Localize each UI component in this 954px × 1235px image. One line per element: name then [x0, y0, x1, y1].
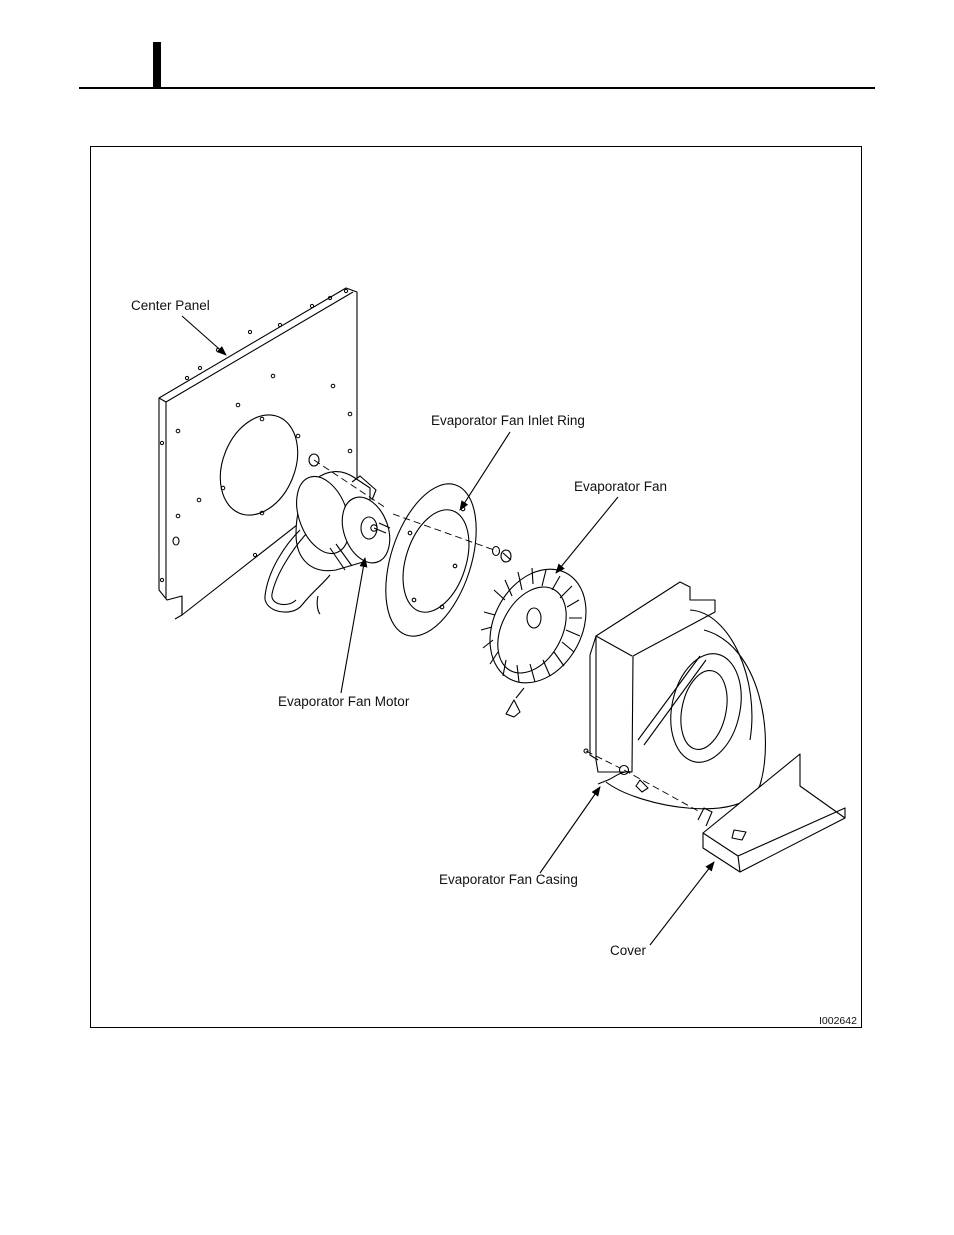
inlet-ring-drawing [385, 483, 477, 637]
header-marker-bar [153, 42, 161, 88]
cover-drawing [697, 753, 846, 873]
fasteners-drawing [308, 453, 525, 718]
callout-fan-inlet-ring: Evaporator Fan Inlet Ring [431, 413, 585, 428]
callout-fan-motor: Evaporator Fan Motor [278, 694, 410, 709]
center-panel-drawing [158, 287, 358, 620]
evaporator-fan-drawing [480, 567, 587, 684]
callout-center-panel: Center Panel [131, 298, 210, 313]
fan-casing-drawing [583, 581, 766, 810]
figure-frame [90, 146, 862, 1028]
callout-fan-casing: Evaporator Fan Casing [439, 872, 578, 887]
figure-id: I002642 [819, 1015, 857, 1027]
callout-cover: Cover [610, 943, 647, 958]
header-rule [79, 87, 875, 89]
fan-motor-drawing [264, 471, 391, 615]
assembly-centerlines [313, 459, 701, 813]
callout-evaporator-fan: Evaporator Fan [574, 479, 668, 494]
leader-arrows [181, 315, 715, 946]
